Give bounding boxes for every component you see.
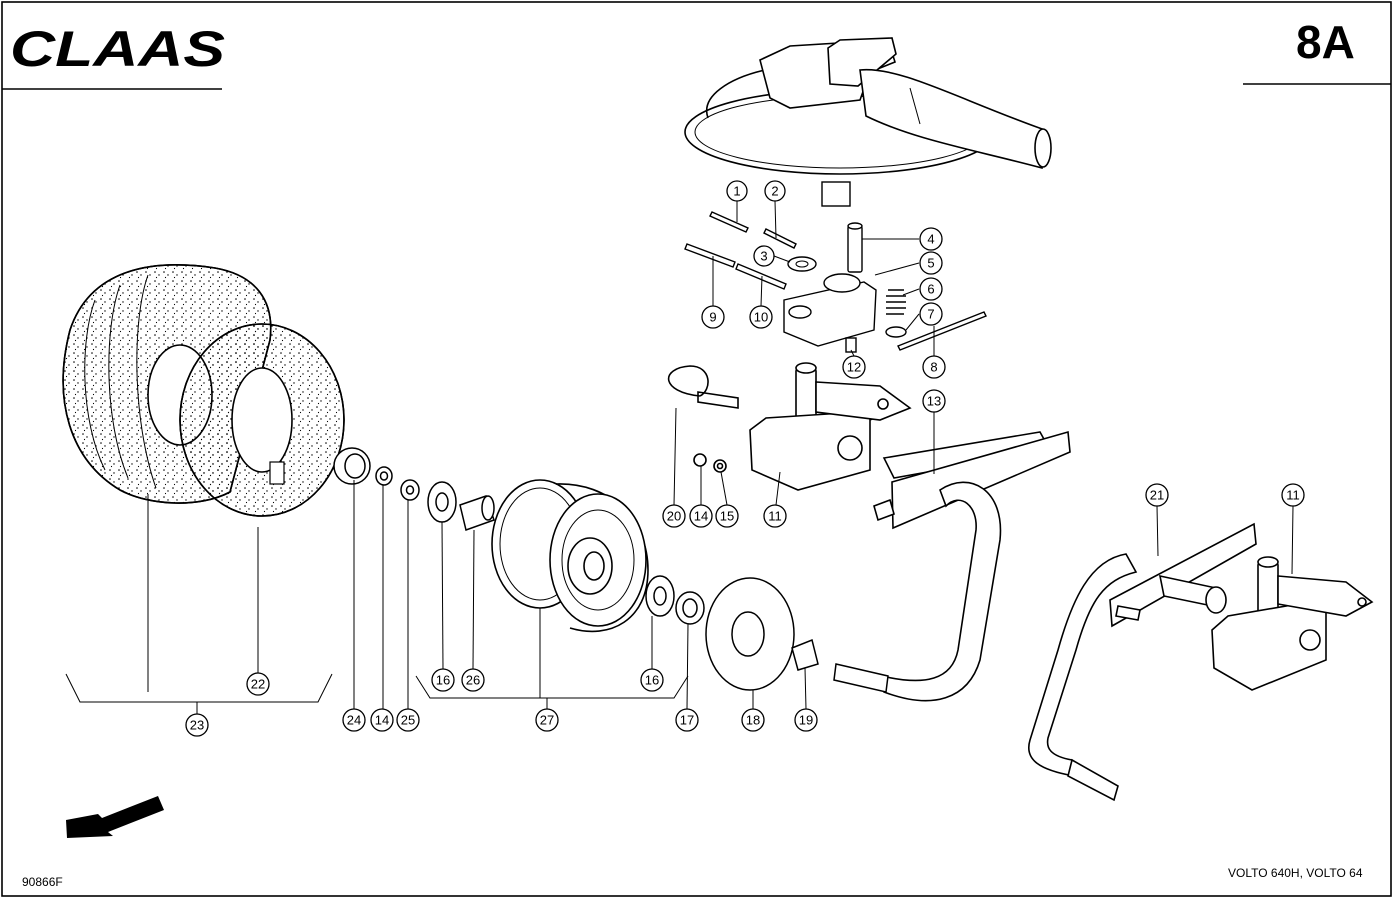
svg-text:27: 27 <box>540 713 554 728</box>
hub-parts-left <box>333 447 495 531</box>
rod-8 <box>897 311 987 351</box>
svg-text:2: 2 <box>771 184 778 199</box>
svg-text:12: 12 <box>847 360 861 375</box>
svg-text:11: 11 <box>768 509 782 524</box>
pin-9 <box>684 243 736 268</box>
svg-text:16: 16 <box>645 673 659 688</box>
callout-11a: 11 <box>763 504 787 528</box>
callout-15: 15 <box>715 504 739 528</box>
svg-text:11: 11 <box>1286 488 1300 503</box>
rotor-hub <box>684 37 1052 207</box>
callout-23: 23 <box>185 713 209 737</box>
model-designation: VOLTO 640H, VOLTO 64 <box>1228 866 1363 880</box>
bracket-5 <box>783 281 877 347</box>
callout-26: 26 <box>461 668 485 692</box>
alt-wheel-arm <box>1028 522 1374 802</box>
svg-text:15: 15 <box>720 509 734 524</box>
svg-text:26: 26 <box>466 673 480 688</box>
callout-25: 25 <box>396 708 420 732</box>
sheet-number: 8A <box>1296 16 1355 68</box>
callout-14a: 14 <box>689 504 713 528</box>
svg-text:14: 14 <box>694 509 708 524</box>
callout-19: 19 <box>794 708 818 732</box>
small-parts <box>684 211 987 353</box>
callout-24: 24 <box>342 708 366 732</box>
svg-text:21: 21 <box>1150 488 1164 503</box>
svg-text:10: 10 <box>754 310 768 325</box>
callout-9: 9 <box>701 305 725 329</box>
pin-1 <box>709 211 749 233</box>
callout-14b: 14 <box>370 708 394 732</box>
callout-7: 7 <box>919 302 943 326</box>
svg-text:16: 16 <box>436 673 450 688</box>
svg-text:24: 24 <box>347 713 361 728</box>
pin-2 <box>763 228 797 249</box>
svg-text:7: 7 <box>927 307 934 322</box>
svg-text:23: 23 <box>190 718 204 733</box>
svg-text:4: 4 <box>927 232 934 247</box>
callout-5: 5 <box>919 251 943 275</box>
callout-20: 20 <box>662 504 686 528</box>
callout-16b: 16 <box>640 668 664 692</box>
direction-arrow-icon <box>66 796 164 838</box>
rim-27 <box>491 479 649 633</box>
callout-11b: 11 <box>1281 483 1305 507</box>
pin-10 <box>735 263 787 290</box>
svg-text:25: 25 <box>401 713 415 728</box>
sleeve-4 <box>847 225 863 273</box>
leader-lines <box>65 200 1294 714</box>
callout-10: 10 <box>749 305 773 329</box>
svg-text:18: 18 <box>746 713 760 728</box>
svg-text:13: 13 <box>927 394 941 409</box>
callout-12: 12 <box>842 355 866 379</box>
pin-20 <box>697 391 739 409</box>
svg-text:3: 3 <box>760 249 767 264</box>
callout-markers: 1 2 3 4 5 6 7 8 9 10 11 11 12 13 14 14 1… <box>185 180 1305 737</box>
svg-text:6: 6 <box>927 282 934 297</box>
callout-4: 4 <box>919 227 943 251</box>
tyre-assembly <box>62 264 345 517</box>
callout-6: 6 <box>919 277 943 301</box>
callout-8: 8 <box>922 355 946 379</box>
callout-1: 1 <box>726 180 748 202</box>
svg-text:1: 1 <box>733 184 740 199</box>
svg-text:8: 8 <box>930 360 937 375</box>
drawing-number: 90866F <box>22 875 63 889</box>
svg-text:14: 14 <box>375 713 389 728</box>
svg-text:9: 9 <box>709 310 716 325</box>
callout-22: 22 <box>246 672 270 696</box>
svg-text:5: 5 <box>927 256 934 271</box>
callout-2: 2 <box>764 180 786 202</box>
callout-21: 21 <box>1145 483 1169 507</box>
svg-text:22: 22 <box>251 677 265 692</box>
bush-19 <box>791 638 819 671</box>
callout-16a: 16 <box>431 668 455 692</box>
hub-parts-right <box>645 575 889 693</box>
svg-text:17: 17 <box>680 713 694 728</box>
washer-7 <box>885 326 907 338</box>
wheel-arm-assembly <box>667 362 1071 702</box>
callout-17: 17 <box>675 708 699 732</box>
callout-13: 13 <box>922 389 946 413</box>
nipple-12 <box>845 337 857 353</box>
svg-text:20: 20 <box>667 509 681 524</box>
callout-27: 27 <box>535 708 559 732</box>
callout-18: 18 <box>741 708 765 732</box>
callout-3: 3 <box>753 245 775 267</box>
brand-logo: CLAAS <box>10 21 225 77</box>
spring-6 <box>886 289 906 315</box>
svg-text:19: 19 <box>799 713 813 728</box>
